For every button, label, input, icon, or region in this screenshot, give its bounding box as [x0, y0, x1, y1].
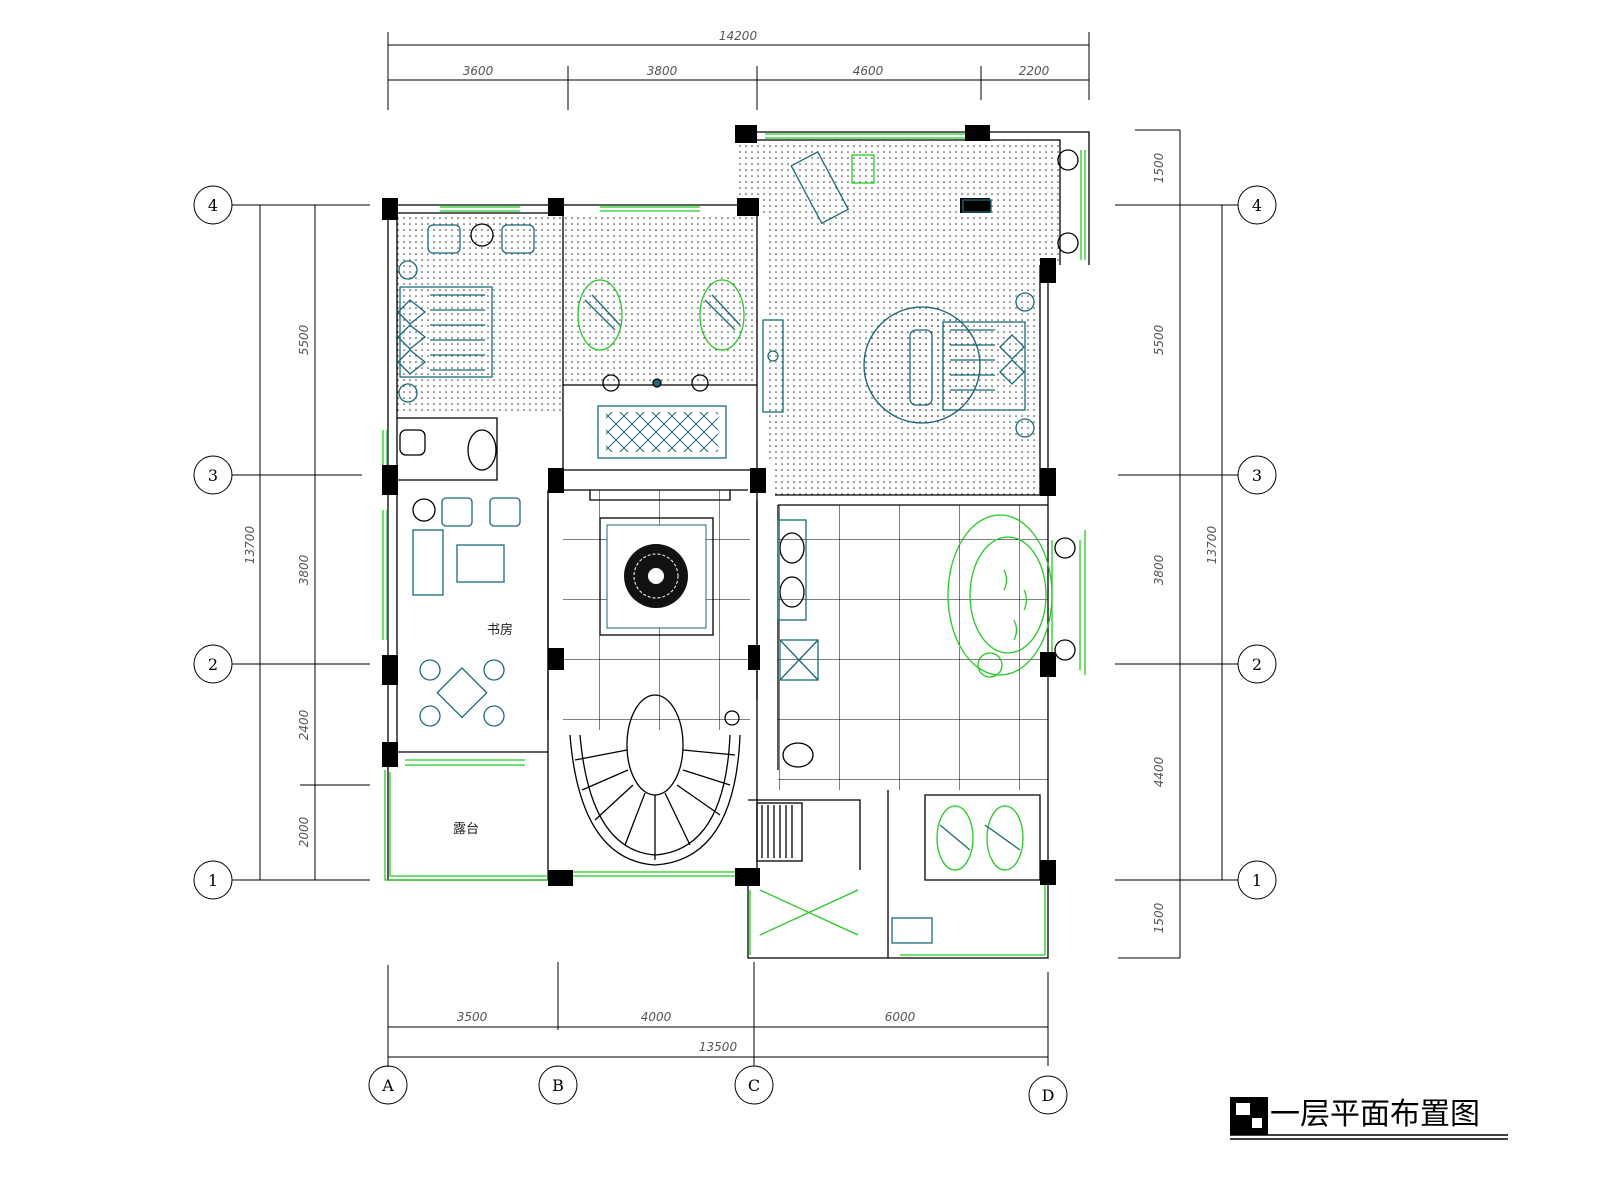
dim-right-4: 4400	[1152, 756, 1166, 787]
dim-bottom-1: 3500	[457, 1010, 488, 1024]
lower-fixtures	[756, 802, 933, 944]
dim-right-total: 13700	[1205, 526, 1219, 565]
title-stamp-icon	[1230, 1097, 1268, 1135]
bed-left	[397, 260, 493, 403]
axis-2-left: 2	[193, 644, 233, 684]
dim-left-3: 2400	[297, 709, 311, 740]
svg-text:4: 4	[1252, 196, 1262, 215]
svg-text:1: 1	[1252, 871, 1262, 890]
drawing-title-text: 一层平面布置图	[1270, 1097, 1480, 1132]
room-label-study: 书房	[487, 622, 513, 638]
dimension-top: 14200 3600 3800 4600 2200	[387, 29, 1090, 110]
carpet-hall	[597, 405, 727, 459]
axis-a: A	[368, 1065, 408, 1105]
svg-text:C: C	[748, 1076, 760, 1095]
axis-3-right: 3	[1237, 455, 1277, 495]
furniture	[397, 149, 1079, 944]
lounge-chair	[790, 150, 992, 225]
room-label-terrace: 露台	[453, 822, 479, 837]
foyer-carpet	[599, 517, 714, 636]
vanity-master	[762, 319, 784, 413]
drawing-title: 一层平面布置图	[1230, 1097, 1508, 1140]
twin-tubs-lower	[936, 805, 1024, 871]
dim-right-1: 1500	[1152, 152, 1166, 183]
svg-text:1: 1	[208, 871, 218, 890]
axis-1-left: 1	[193, 860, 233, 900]
bathtub-master	[947, 514, 1053, 678]
bathtubs-center	[577, 279, 745, 351]
axis-3-left: 3	[193, 455, 233, 495]
dim-top-2: 3800	[647, 64, 678, 78]
spiral-staircase	[569, 694, 741, 866]
svg-text:3: 3	[208, 466, 218, 485]
dim-left-2: 3800	[297, 554, 311, 585]
dim-right-3: 3800	[1152, 554, 1166, 585]
plants	[602, 149, 1079, 661]
dim-left-total: 13700	[243, 526, 257, 565]
dim-right-5: 1500	[1152, 902, 1166, 933]
dim-left-4: 2000	[297, 816, 311, 847]
axis-4-right: 4	[1237, 185, 1277, 225]
dim-bottom-total: 13500	[699, 1040, 738, 1054]
columns	[382, 125, 1056, 886]
dim-bottom-3: 6000	[885, 1010, 916, 1024]
dim-top-1: 3600	[463, 64, 494, 78]
dimension-bottom: 3500 4000 6000 13500	[387, 962, 1049, 1066]
svg-text:B: B	[552, 1076, 564, 1095]
dim-bottom-2: 4000	[641, 1010, 672, 1024]
dim-left-1: 5500	[297, 324, 311, 355]
sinks-bath	[399, 429, 819, 768]
axis-1-right: 1	[1237, 860, 1277, 900]
master-bed	[863, 292, 1035, 438]
axis-b: B	[538, 1065, 578, 1105]
axis-markers: 4 3 2 1 4 3 2 1 A B C D	[193, 185, 1277, 1115]
svg-text:4: 4	[208, 196, 218, 215]
dimension-right: 1500 5500 3800 4400 1500 13700	[1115, 129, 1235, 959]
axis-d: D	[1028, 1075, 1068, 1115]
dim-top-total: 14200	[719, 29, 758, 43]
axis-2-right: 2	[1237, 644, 1277, 684]
dimension-left: 13700 5500 3800 2400 2000	[243, 204, 370, 881]
study-furniture	[412, 497, 521, 727]
axis-c: C	[734, 1065, 774, 1105]
dim-top-3: 4600	[853, 64, 884, 78]
armchairs-left	[427, 223, 535, 254]
svg-text:2: 2	[208, 655, 218, 674]
dim-right-2: 5500	[1152, 324, 1166, 355]
svg-text:3: 3	[1252, 466, 1262, 485]
axis-4-left: 4	[193, 185, 233, 225]
svg-text:D: D	[1042, 1086, 1055, 1105]
svg-text:A: A	[381, 1076, 394, 1095]
dim-top-4: 2200	[1019, 64, 1050, 78]
svg-text:2: 2	[1252, 655, 1262, 674]
